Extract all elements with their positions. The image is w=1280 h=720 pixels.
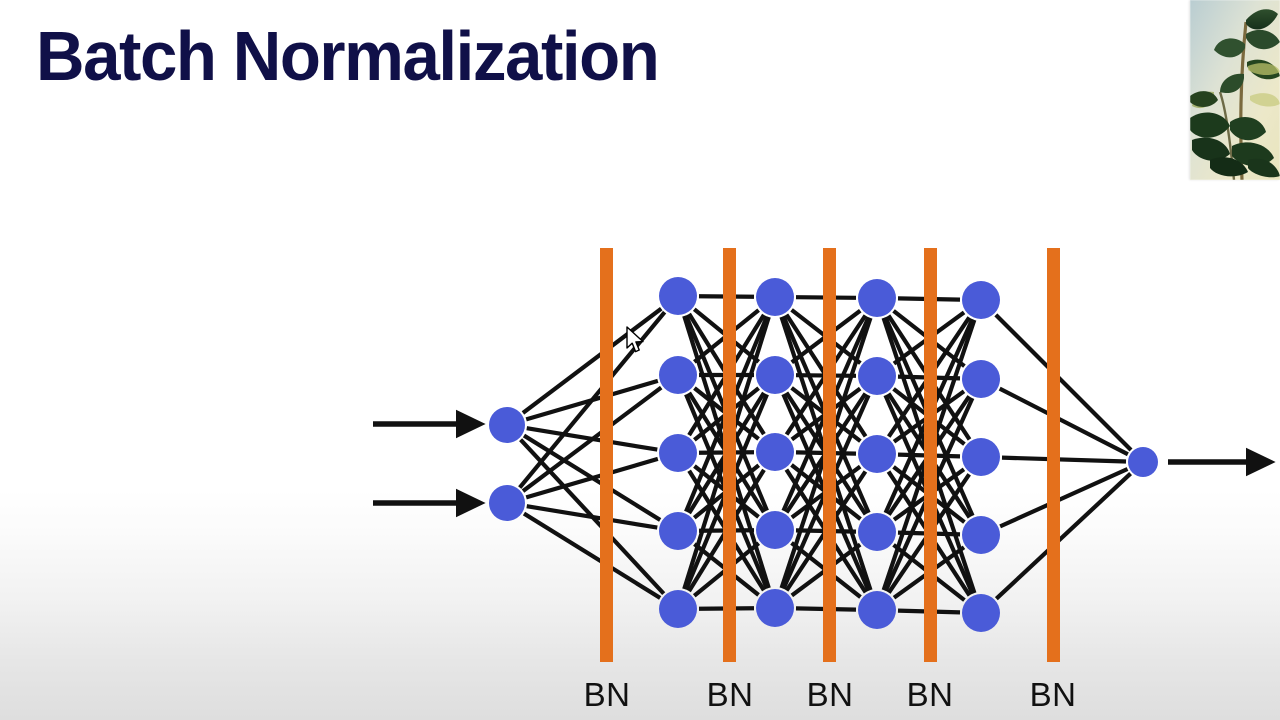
node-hidden-2-5 [756, 589, 794, 627]
bn-label-2: BN [706, 676, 754, 713]
node-hidden-4-3 [962, 438, 1000, 476]
bn-label-3: BN [806, 676, 854, 713]
page-title: Batch Normalization [36, 17, 660, 95]
node-hidden-2-2 [756, 356, 794, 394]
node-hidden-2-4 [756, 511, 794, 549]
bn-bar-4 [924, 248, 937, 662]
node-hidden-2-1 [756, 278, 794, 316]
node-hidden-4-2 [962, 360, 1000, 398]
presenter-webcam-thumbnail[interactable] [1190, 0, 1280, 180]
node-input-2 [489, 485, 525, 521]
node-hidden-3-4 [858, 513, 896, 551]
network-edge [521, 306, 663, 415]
network-edge [999, 467, 1129, 529]
network-edge [1001, 455, 1127, 464]
network-edge [994, 472, 1132, 601]
bn-bar-2 [723, 248, 736, 662]
network-edge [526, 504, 658, 530]
bn-label-5: BN [1029, 676, 1077, 713]
node-hidden-3-1 [858, 279, 896, 317]
network-edge [998, 386, 1129, 457]
node-hidden-4-4 [962, 516, 1000, 554]
node-hidden-2-3 [756, 433, 794, 471]
node-hidden-1-3 [659, 434, 697, 472]
node-input-1 [489, 407, 525, 443]
node-hidden-3-3 [858, 435, 896, 473]
node-hidden-4-5 [962, 594, 1000, 632]
bn-bar-3 [823, 248, 836, 662]
network-nodes [489, 277, 1158, 632]
node-hidden-3-2 [858, 357, 896, 395]
node-hidden-4-1 [962, 281, 1000, 319]
network-edge [522, 511, 662, 600]
bn-bars [600, 248, 1060, 662]
network-edge [994, 313, 1133, 452]
node-hidden-1-2 [659, 356, 697, 394]
network-edge [525, 456, 659, 500]
bn-bar-5 [1047, 248, 1060, 662]
io-arrows [373, 409, 1276, 518]
network-edge [521, 385, 663, 493]
bn-label-4: BN [906, 676, 954, 713]
node-hidden-1-1 [659, 277, 697, 315]
node-output-1 [1128, 447, 1158, 477]
bn-label-1: BN [583, 676, 631, 713]
node-hidden-3-5 [858, 591, 896, 629]
bn-bar-1 [600, 248, 613, 662]
node-hidden-1-5 [659, 590, 697, 628]
node-hidden-1-4 [659, 512, 697, 550]
plant-image [1190, 0, 1280, 180]
